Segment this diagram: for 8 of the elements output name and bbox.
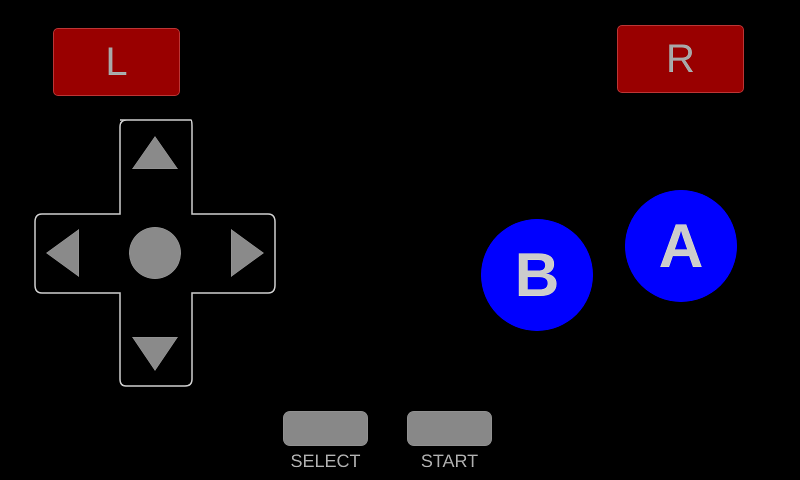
button-caption: START <box>420 451 480 472</box>
face-button: A <box>625 190 737 302</box>
face-button: B <box>481 219 593 331</box>
shoulder-button: L <box>53 28 180 96</box>
menu-button <box>283 411 368 446</box>
button-caption: SELECT <box>289 451 362 472</box>
shoulder-button: R <box>617 25 744 93</box>
menu-button <box>407 411 492 446</box>
